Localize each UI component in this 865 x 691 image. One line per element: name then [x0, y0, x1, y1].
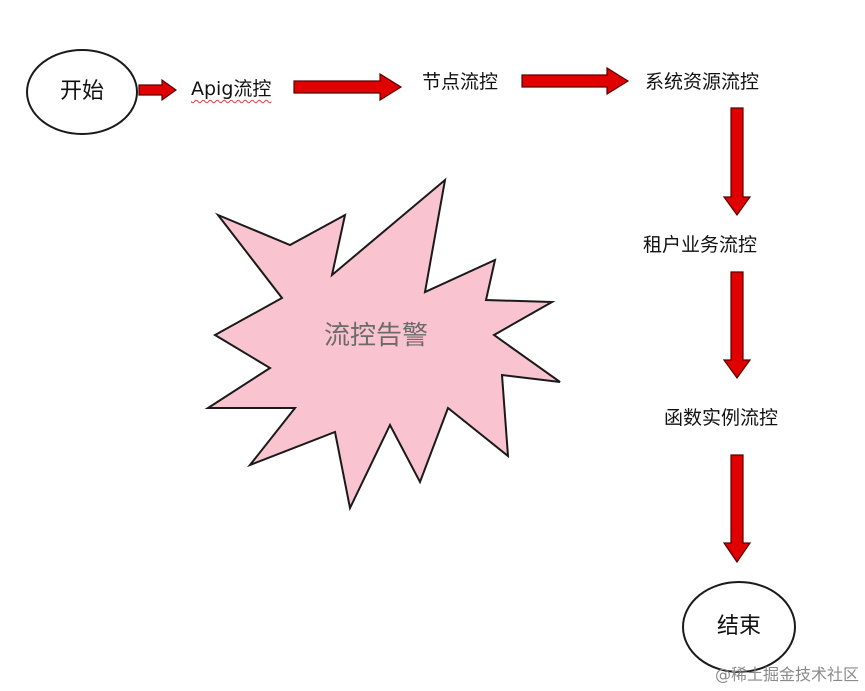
start-node-label: 开始 [59, 79, 104, 104]
watermark: @稀土掘金技术社区 [714, 665, 859, 684]
step-tenant-label: 租户业务流控 [643, 234, 758, 256]
alert-starburst-shape [204, 177, 561, 512]
arrow-node-to-system [521, 66, 630, 96]
arrow-apig-to-node [293, 72, 403, 102]
arrow-system-to-tenant [722, 107, 752, 217]
arrow-start-to-apig [138, 78, 178, 102]
start-node-shape [26, 49, 138, 135]
end-node-label: 结束 [716, 614, 761, 639]
step-system-label: 系统资源流控 [645, 71, 760, 93]
end-node-shape [682, 581, 796, 673]
step-function-label: 函数实例流控 [664, 407, 779, 429]
step-node-label: 节点流控 [422, 71, 499, 93]
arrow-tenant-to-function [722, 271, 752, 380]
alert-label: 流控告警 [324, 321, 429, 351]
arrow-function-to-end [722, 454, 752, 564]
step-apig-label: Apig流控 [191, 78, 272, 100]
